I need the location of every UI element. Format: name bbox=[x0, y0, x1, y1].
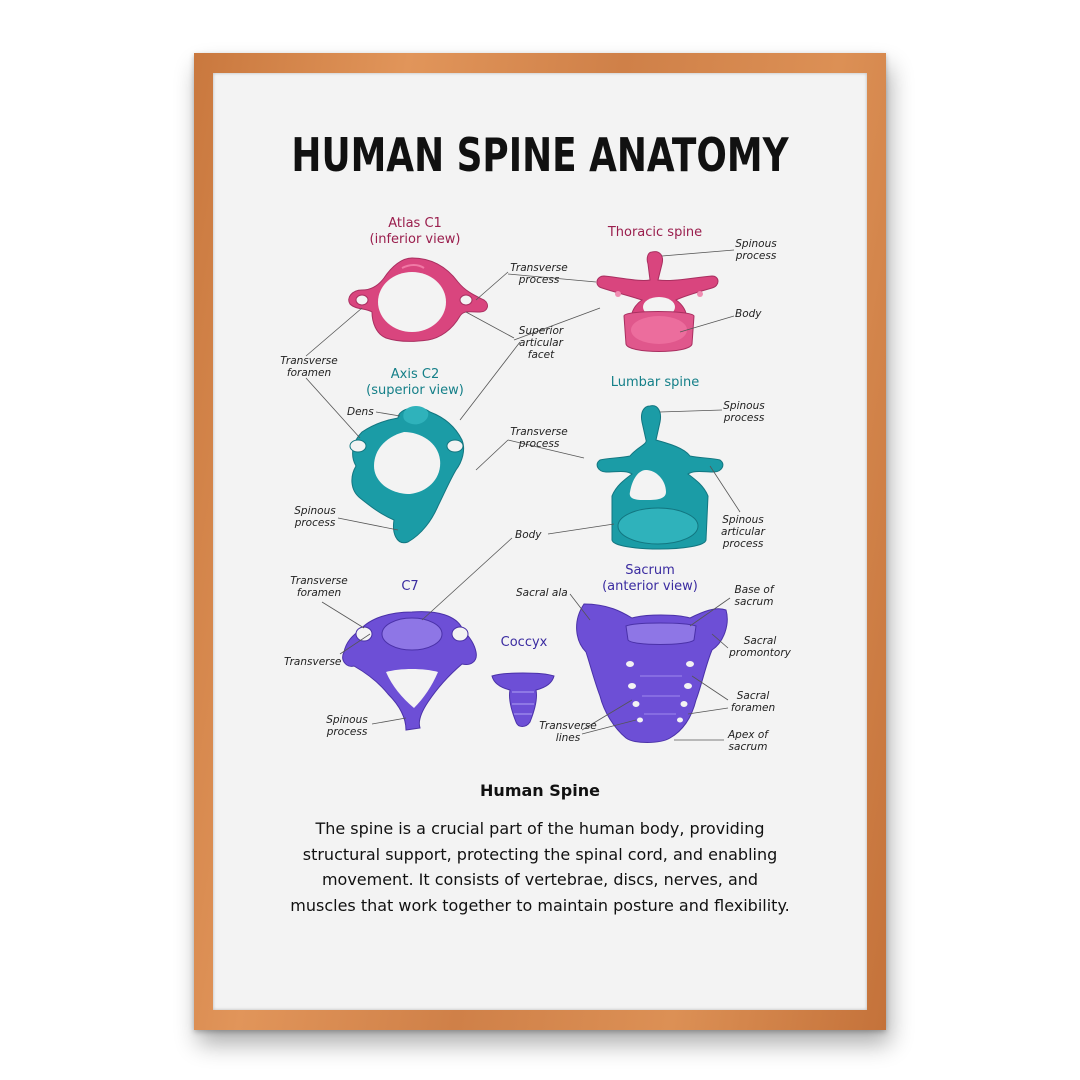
coccyx-heading: Coccyx bbox=[500, 635, 548, 650]
label-line: Transverse bbox=[290, 575, 348, 587]
label-transverse-c7: Transverse bbox=[284, 656, 342, 668]
sacrum-heading-line2: (anterior view) bbox=[602, 579, 698, 594]
atlas-heading-line1: Atlas C1 bbox=[388, 216, 442, 231]
label-line: process bbox=[722, 538, 764, 550]
label-sacral-ala: Sacral ala bbox=[516, 587, 568, 599]
label-line: articular bbox=[721, 526, 765, 538]
label-sacral-foramen: Sacral foramen bbox=[724, 690, 782, 714]
label-line: Sacral bbox=[743, 635, 777, 647]
lumbar-vertebra-illustration bbox=[596, 405, 724, 550]
c7-heading: C7 bbox=[401, 579, 419, 594]
label-line: Spinous bbox=[723, 400, 765, 412]
sacrum-heading: Sacrum (anterior view) bbox=[585, 563, 715, 595]
label-line: process bbox=[518, 438, 560, 450]
label-line: Base of bbox=[734, 584, 774, 596]
label-c7-spinous-process: Spinous process bbox=[318, 714, 376, 738]
leader-lines bbox=[305, 249, 741, 741]
label-line: promontory bbox=[729, 647, 791, 659]
poster-title: HUMAN SPINE ANATOMY bbox=[291, 128, 789, 182]
description-body: The spine is a crucial part of the human… bbox=[290, 819, 790, 915]
label-thoracic-body: Body bbox=[735, 308, 762, 320]
thoracic-vertebra-illustration bbox=[596, 251, 719, 352]
label-line: lines bbox=[555, 732, 581, 744]
label-sacral-promontory: Sacral promontory bbox=[724, 635, 796, 659]
label-line: foramen bbox=[296, 587, 342, 599]
label-line: process bbox=[735, 250, 777, 262]
label-lumbar-spinous-process: Spinous process bbox=[714, 400, 774, 424]
label-transverse-process-atlas: Transverse process bbox=[504, 262, 574, 286]
atlas-c1-illustration bbox=[348, 257, 488, 342]
label-transverse-foramen-c7: Transverse foramen bbox=[282, 575, 356, 599]
atlas-heading: Atlas C1 (inferior view) bbox=[330, 216, 500, 248]
description-title: Human Spine bbox=[480, 781, 600, 800]
label-line: Transverse bbox=[280, 355, 338, 367]
c7-vertebra-illustration bbox=[342, 611, 477, 731]
label-transverse-foramen-axis: Transverse foramen bbox=[272, 355, 346, 379]
label-line: process bbox=[326, 726, 368, 738]
label-line: Spinous bbox=[735, 238, 777, 250]
label-line: Sacral bbox=[736, 690, 770, 702]
label-body-c7: Body bbox=[515, 529, 542, 541]
axis-heading: Axis C2 (superior view) bbox=[330, 367, 500, 399]
atlas-heading-line2: (inferior view) bbox=[369, 232, 461, 247]
axis-c2-illustration bbox=[349, 406, 465, 544]
label-superior-articular-facet: Superior articular facet bbox=[508, 325, 574, 361]
label-line: Transverse bbox=[510, 262, 568, 274]
label-line: process bbox=[518, 274, 560, 286]
coccyx-illustration bbox=[491, 672, 555, 727]
label-line: articular bbox=[519, 337, 563, 349]
label-axis-spinous-process: Spinous process bbox=[286, 505, 344, 529]
label-line: foramen bbox=[730, 702, 776, 714]
label-line: Spinous bbox=[294, 505, 336, 517]
label-spinous-articular-process: Spinous articular process bbox=[712, 514, 774, 550]
sacrum-heading-line1: Sacrum bbox=[625, 563, 675, 578]
label-apex-of-sacrum: Apex of sacrum bbox=[720, 729, 776, 753]
label-line: sacrum bbox=[728, 741, 768, 753]
sacrum-illustration bbox=[576, 603, 728, 743]
label-transverse-lines: Transverse lines bbox=[532, 720, 604, 744]
label-line: facet bbox=[527, 349, 555, 361]
label-line: Spinous bbox=[326, 714, 368, 726]
axis-heading-line1: Axis C2 bbox=[390, 367, 440, 382]
thoracic-heading: Thoracic spine bbox=[607, 225, 703, 240]
lumbar-heading: Lumbar spine bbox=[610, 375, 700, 390]
label-base-of-sacrum: Base of sacrum bbox=[726, 584, 782, 608]
poster-paper bbox=[213, 73, 867, 1010]
label-dens: Dens bbox=[347, 406, 374, 418]
label-line: Apex of bbox=[728, 729, 768, 741]
label-line: Superior bbox=[518, 325, 564, 337]
axis-heading-line2: (superior view) bbox=[366, 383, 464, 398]
label-line: process bbox=[294, 517, 336, 529]
label-line: Transverse bbox=[510, 426, 568, 438]
label-line: foramen bbox=[286, 367, 332, 379]
label-line: sacrum bbox=[734, 596, 774, 608]
label-thoracic-spinous-process: Spinous process bbox=[726, 238, 786, 262]
label-line: Spinous bbox=[722, 514, 764, 526]
label-line: process bbox=[723, 412, 765, 424]
label-transverse-process-axis: Transverse process bbox=[504, 426, 574, 450]
label-line: Transverse bbox=[539, 720, 597, 732]
